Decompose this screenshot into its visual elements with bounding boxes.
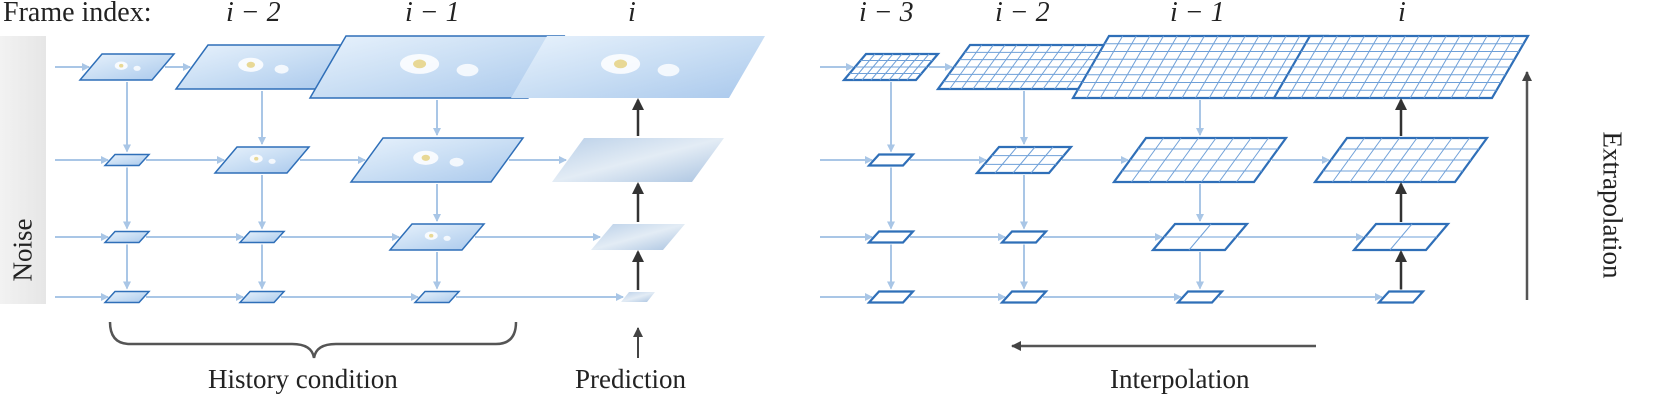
left-frame-c0-r3 xyxy=(103,290,151,304)
right-frame-c2-r3 xyxy=(1175,290,1225,304)
frame-label-right-i-2: i − 2 xyxy=(995,0,1050,28)
right-frame-c1-r3 xyxy=(999,290,1049,304)
frame-index-label: Frame index: xyxy=(3,0,152,28)
grid-line-v xyxy=(1012,146,1036,174)
left-frame-c2-r3 xyxy=(413,290,461,304)
frame-label-left-i-2: i − 2 xyxy=(226,0,281,28)
flower-blob-small xyxy=(657,63,680,77)
history-brace xyxy=(108,321,518,359)
flower-center xyxy=(421,154,430,161)
flower-center xyxy=(413,59,427,69)
flower-blob-small xyxy=(274,64,289,74)
left-frame-c0-r1 xyxy=(103,153,151,167)
frame-label-right-i-1: i − 1 xyxy=(1170,0,1225,28)
left-frame-c1-r2 xyxy=(238,230,286,244)
flower-center xyxy=(246,61,255,68)
right-frame-c0-r1 xyxy=(866,153,916,167)
frame-label-left-i-1: i − 1 xyxy=(405,0,460,28)
left-frame-c3-r3 xyxy=(621,292,655,302)
right-frame-c0-r3 xyxy=(866,290,916,304)
left-frame-c0-r2 xyxy=(103,230,151,244)
frame-label-left-i: i xyxy=(628,0,636,28)
flower-center xyxy=(119,63,124,68)
left-frame-c3-r2 xyxy=(591,224,685,250)
frame-label-right-i-3: i − 3 xyxy=(859,0,914,28)
right-frame-c3-r3 xyxy=(1376,290,1426,304)
flower-blob-small xyxy=(443,235,451,241)
prediction-label: Prediction xyxy=(575,364,686,394)
left-frame-c3-r1 xyxy=(552,138,724,182)
interpolation-label: Interpolation xyxy=(1110,364,1250,394)
right-frame-c0-r2 xyxy=(866,230,916,244)
right-frame-c1-r2 xyxy=(999,230,1049,244)
flower-blob-small xyxy=(456,63,479,77)
flower-blob-small xyxy=(268,158,276,164)
flower-blob-small xyxy=(449,157,464,167)
grid-line-v xyxy=(994,146,1018,174)
flower-center xyxy=(254,156,259,161)
flower-center xyxy=(614,59,628,69)
frame-label-right-i: i xyxy=(1398,0,1406,28)
history-condition-label: History condition xyxy=(208,364,398,394)
flower-blob-small xyxy=(133,65,141,71)
noise-band xyxy=(0,36,46,304)
grid-line-v xyxy=(1030,146,1054,174)
flower-center xyxy=(429,233,434,238)
left-frame-c1-r3 xyxy=(238,290,286,304)
